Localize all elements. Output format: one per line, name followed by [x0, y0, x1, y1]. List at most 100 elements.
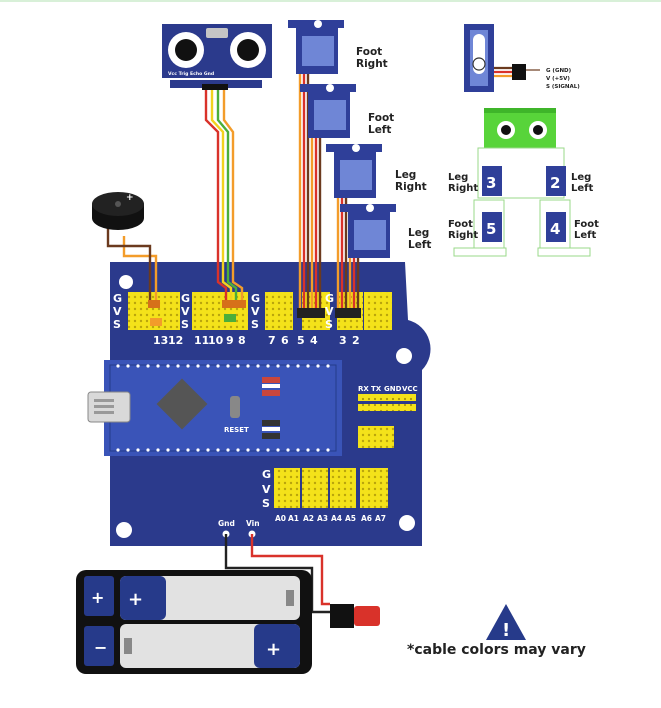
pin-4-label: 4 [310, 334, 318, 347]
serial-vcc-label: VCC [402, 385, 418, 393]
robot-servo-2: 2 [550, 174, 560, 192]
row-label-v: V [181, 305, 190, 318]
usb-port [87, 391, 131, 423]
row-label-v: V [251, 305, 260, 318]
robot-leg-right-label: Right [448, 183, 478, 194]
row-label-v: V [113, 305, 122, 318]
pin-7-label: 7 [268, 334, 276, 347]
svg-text:+: + [126, 193, 134, 203]
robot-map [453, 108, 591, 257]
servo-leg-left-label: Left [408, 239, 431, 251]
warning-glyph: ! [502, 620, 510, 641]
servo-foot-right-label: Foot [356, 46, 382, 58]
header-block-extra [364, 292, 392, 330]
servo-leg-right [326, 144, 382, 198]
pin-6-label: 6 [281, 334, 289, 347]
row-label-g: G [325, 292, 334, 305]
robot-foot-right-label: Right [448, 230, 478, 241]
robot-foot-left-label: Left [574, 230, 597, 241]
row-label-g: G [181, 292, 190, 305]
row-label-g: G [251, 292, 260, 305]
battery-plus-label: + [266, 639, 281, 660]
pin-a5-label: A5 [345, 514, 356, 523]
battery-minus-label: − [94, 638, 107, 657]
pin-a7-label: A7 [375, 514, 386, 523]
row-label-s: S [113, 318, 121, 331]
battery-cell [84, 576, 114, 616]
servo-foot-right-label: Right [356, 58, 388, 70]
header-block-7-6 [265, 292, 293, 330]
row-label-s: S [181, 318, 189, 331]
servo-leg-left-label: Leg [408, 227, 429, 239]
servo-leg-right-label: Leg [395, 169, 416, 181]
smd-components [262, 377, 280, 439]
reset-label: RESET [224, 426, 249, 434]
analog-row-v: V [262, 483, 271, 496]
pin-a0-label: A0 [275, 514, 286, 523]
battery-plus-label: + [91, 588, 104, 607]
header-block-11-8 [192, 292, 248, 330]
robot-servo-5: 5 [486, 220, 496, 238]
row-label-s: S [325, 318, 333, 331]
pin-a2-label: A2 [303, 514, 314, 523]
pin-a4-label: A4 [331, 514, 342, 523]
analog-headers [274, 468, 388, 508]
robot-foot-left-label: Foot [574, 219, 599, 230]
reset-button [230, 396, 240, 418]
servo-foot-left-label: Foot [368, 112, 394, 124]
serial-tx-label: TX [371, 385, 382, 393]
pin-12-label: 12 [168, 334, 183, 347]
robot-leg-left-label: Left [571, 183, 594, 194]
power-gnd-label: Gnd [218, 519, 235, 528]
battery-holder [76, 570, 312, 674]
servo-foot-right [288, 20, 344, 74]
row-label-s: S [251, 318, 259, 331]
mount-hole [116, 522, 132, 538]
servo-leg-right-label: Right [395, 181, 427, 193]
servo-foot-left-label: Left [368, 124, 391, 136]
pin-3-label: 3 [339, 334, 347, 347]
robot-servo-3: 3 [486, 174, 496, 192]
analog-row-s: S [262, 497, 270, 510]
ultrasonic-sensor [162, 24, 272, 90]
battery-cell-bottom [120, 624, 300, 668]
serial-header [358, 404, 416, 411]
serial-header [358, 394, 416, 401]
mount-hole [399, 515, 415, 531]
mount-hole [396, 348, 412, 364]
pin-10-label: 10 [208, 334, 224, 347]
connector-plugs [148, 300, 361, 326]
warning-note: *cable colors may vary [407, 642, 586, 658]
robot-foot-right-label: Foot [448, 219, 473, 230]
wires [106, 70, 360, 614]
pin-a3-label: A3 [317, 514, 328, 523]
row-label-v: V [325, 305, 334, 318]
pin-a6-label: A6 [361, 514, 372, 523]
pin-2-label: 2 [352, 334, 360, 347]
servo-pinout [464, 24, 540, 92]
icsp-header [358, 426, 394, 448]
legend-signal: S (SIGNAL) [546, 84, 580, 90]
pin-11-label: 11 [194, 334, 209, 347]
battery-plus-label: + [128, 589, 143, 610]
nano-board: RESET [87, 360, 342, 456]
servo-foot-left [300, 84, 356, 138]
battery-cell-top [120, 576, 300, 620]
buzzer: + [92, 192, 144, 230]
top-border [0, 0, 661, 2]
row-label-g: G [113, 292, 122, 305]
robot-leg-left-label: Leg [571, 172, 591, 183]
power-switch [330, 604, 380, 628]
robot-servo-4: 4 [550, 220, 560, 238]
serial-rx-label: RX [358, 385, 369, 393]
analog-row-g: G [262, 468, 271, 481]
servo-leg-left [340, 204, 396, 258]
sensor-pin-label: Vcc Trig Echo Gnd [168, 71, 214, 77]
serial-gnd-label: GND [384, 385, 402, 393]
pin-13-label: 13 [153, 334, 168, 347]
pin-8-label: 8 [238, 334, 246, 347]
pin-5-label: 5 [297, 334, 305, 347]
legend-gnd: G (GND) [546, 68, 572, 74]
pin-a1-label: A1 [288, 514, 299, 523]
